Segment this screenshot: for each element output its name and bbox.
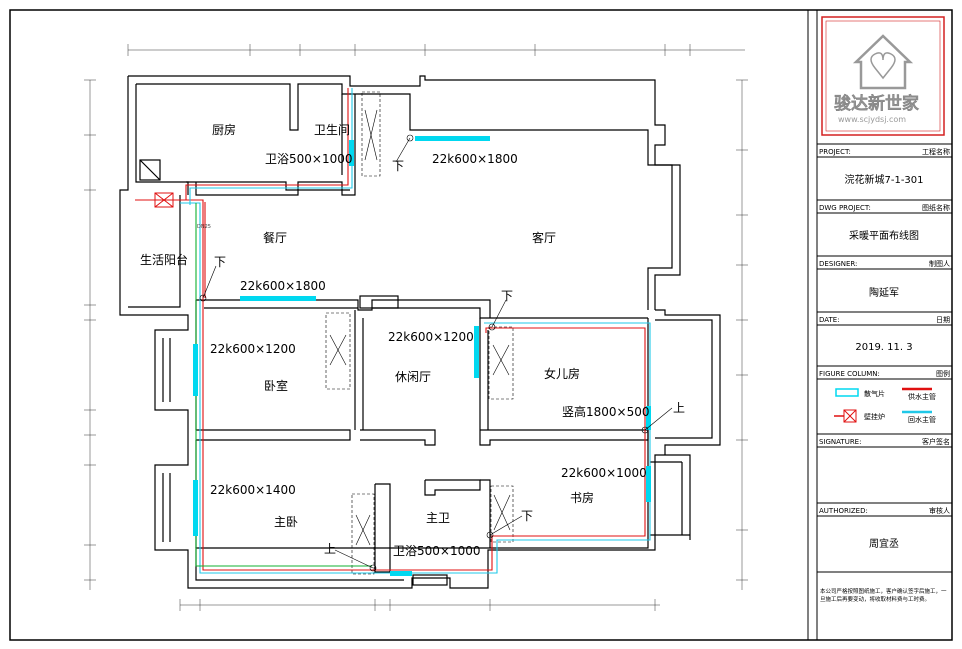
shaft-boxes [325,91,514,575]
signature-label-en: SIGNATURE: [819,438,861,446]
radiator-daughter-side [646,406,651,430]
up-mark-mbath: 上 [324,542,336,556]
supply-pipe-line [135,199,646,571]
project-label-en: PROJECT: [819,148,851,156]
radiator-label-dining: 22k600×1800 [240,279,326,293]
note-box: 本公司严格按照图纸施工，客户确认签字后施工，一旦施工后再要变动，将收取材料费与工… [820,589,947,603]
project-value: 浣花新城7-1-301 [844,173,923,186]
room-labels: 厨房 卫生间 餐厅 客厅 生活阳台 卧室 休闲厅 女儿房 主卧 主卫 书房 [140,122,594,529]
radiator-label-living: 22k600×1800 [432,152,518,166]
legend-radiator-icon [835,388,859,397]
room-living: 客厅 [532,230,556,245]
dwg-label-cn: 图纸名称 [922,203,950,212]
radiator-bath [349,140,354,166]
radiator-mbath [390,571,412,576]
radiator-living [415,136,490,141]
authorized-label-en: AUTHORIZED: [819,507,868,515]
authorized-value: 周宜丞 [869,537,899,550]
radiator-label-study: 22k600×1000 [561,466,647,480]
radiator-daughter [474,326,479,378]
legend-radiator-text: 散气片 [864,389,885,398]
designer-value: 陶延军 [869,286,899,299]
designer-label-en: DESIGNER: [819,260,857,268]
down-mark-daughter: 下 [501,289,513,303]
room-study: 书房 [570,490,594,505]
dwg-value: 采暖平面布线图 [849,229,919,242]
floor-plan: DN25 下 下 下 上 下 上 厨房 卫生间 餐厅 客厅 生活阳台 卧室 [84,44,748,611]
heart-icon [870,52,896,80]
up-mark-daughter: 上 [673,401,685,415]
boiler-tag: DN25 [197,224,211,230]
logo-text: 骏达新世家 [834,93,919,114]
radiator-label-daughter: 竖高1800×500 [562,404,650,419]
room-bedroom: 卧室 [264,378,288,393]
house-icon [852,34,914,90]
sheet-border [9,9,953,641]
radiator-label-lounge: 22k600×1200 [388,330,474,344]
company-logo: 骏达新世家 www.scjydsj.com [821,16,945,136]
designer-label-cn: 制图人 [929,259,950,268]
date-label-cn: 日期 [936,316,950,324]
return-pipe-line [180,202,651,574]
construction-note: 本公司严格按照图纸施工，客户确认签字后施工，一旦施工后再要变动，将收取材料费与工… [820,589,947,603]
legend: 散气片 供水主管 壁挂炉 回水主管 [834,387,936,424]
legend-supply-text: 供水主管 [908,392,936,401]
down-mark-dining: 下 [214,255,226,269]
down-mark-living: 下 [392,159,404,173]
signature-label-cn: 客户签名 [922,437,950,446]
authorized-label-cn: 审核人 [929,506,950,515]
legend-label-cn: 图例 [936,369,950,378]
radiator-labels: 卫浴500×1000 22k600×1800 22k600×1800 22k60… [210,152,650,558]
radiator-bars [193,136,651,576]
room-lounge: 休闲厅 [395,370,431,384]
radiator-label-mbath: 卫浴500×1000 [393,544,481,558]
pipe-routes [135,88,651,574]
radiator-label-bedroom: 22k600×1200 [210,342,296,356]
room-mbath: 主卫 [426,511,450,525]
radiator-bedroom [193,344,198,396]
date-label-en: DATE: [819,316,840,324]
room-dining: 餐厅 [263,230,287,245]
room-balcony: 生活阳台 [140,252,188,267]
legend-return-text: 回水主管 [908,415,936,424]
room-kitchen: 厨房 [212,122,236,137]
return-pipe-kitchen [189,88,353,205]
dwg-label-en: DWG PROJECT: [819,204,871,212]
green-pipe-line [195,203,372,567]
down-mark-study: 下 [521,509,533,523]
legend-boiler-text: 壁挂炉 [864,412,885,421]
direction-mark-labels: 下 下 下 上 下 上 [214,159,685,556]
room-master: 主卧 [274,515,298,529]
title-block-rows [817,143,952,573]
supply-pipe-kitchen [185,88,349,200]
project-label-cn: 工程名称 [922,147,950,156]
boiler-symbol: DN25 [154,192,211,230]
direction-marks [199,134,673,572]
radiator-label-bath: 卫浴500×1000 [265,152,353,166]
legend-boiler-icon [843,409,857,423]
radiator-master [193,480,198,536]
radiator-dining [240,296,316,301]
room-daughter: 女儿房 [544,366,580,381]
title-block: 骏达新世家 www.scjydsj.com PROJECT: 工程名称 浣花新城… [807,9,953,641]
dimension-lines [84,44,748,611]
date-value: 2019. 11. 3 [855,342,912,353]
radiator-label-master: 22k600×1400 [210,483,296,497]
legend-label-en: FIGURE COLUMN: [819,370,880,378]
room-bath: 卫生间 [314,123,350,137]
logo-url: www.scjydsj.com [838,115,906,124]
radiator-study [646,466,651,502]
